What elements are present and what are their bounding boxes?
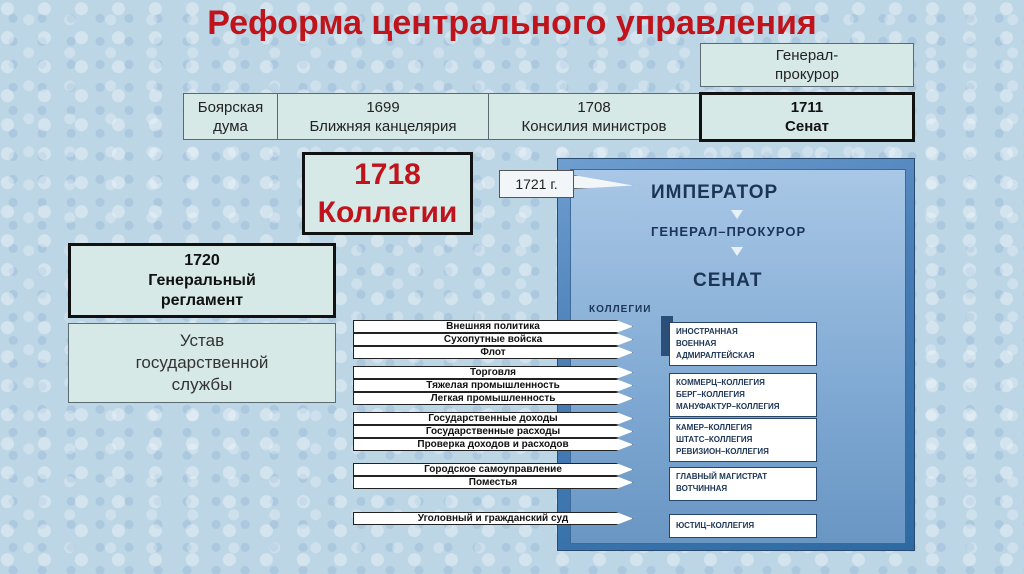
gen-prokuror-line2: прокурор <box>775 66 839 83</box>
function-pointer: Уголовный и гражданский суд <box>353 512 633 525</box>
page-title: Реформа центрального управления <box>207 4 817 42</box>
ustav-line2: государственной <box>135 353 269 372</box>
timeline-senat: 1711 Сенат <box>699 92 915 142</box>
function-pointer: Поместья <box>353 476 633 489</box>
function-pointer: Государственные доходы <box>353 412 633 425</box>
scheme-card-4: ГЛАВНЫЙ МАГИСТРАТ ВОТЧИННАЯ <box>669 467 817 501</box>
scheme-gen-prokuror: ГЕНЕРАЛ–ПРОКУРОР <box>651 224 807 239</box>
ustav-box: Устав государственной службы <box>68 323 336 403</box>
function-pointer: Тяжелая промышленность <box>353 379 633 392</box>
function-pointer: Торговля <box>353 366 633 379</box>
scheme-collegii-label: КОЛЛЕГИИ <box>589 304 652 315</box>
arrow-down-icon <box>731 210 743 219</box>
ustav-line3: службы <box>171 375 233 394</box>
card-text: КАМЕР–КОЛЛЕГИЯ <box>676 423 752 432</box>
card-text: АДМИРАЛТЕЙСКАЯ <box>676 351 755 360</box>
function-pointer: Городское самоуправление <box>353 463 633 476</box>
card-text: МАНУФАКТУР–КОЛЛЕГИЯ <box>676 402 780 411</box>
card-text: ИНОСТРАННАЯ <box>676 327 738 336</box>
timeline-1699-label: Ближняя канцелярия <box>309 117 457 135</box>
scheme-card-2: КОММЕРЦ–КОЛЛЕГИЯ БЕРГ–КОЛЛЕГИЯ МАНУФАКТУ… <box>669 373 817 417</box>
timeline-1711-year: 1711 <box>790 99 824 116</box>
card-text: ВОТЧИННАЯ <box>676 484 728 493</box>
reglament-box: 1720 Генеральный регламент <box>68 243 336 318</box>
reglament-year: 1720 <box>184 251 220 269</box>
timeline-1711-label: Сенат <box>785 118 829 135</box>
timeline-1708-year: 1708 <box>577 98 611 116</box>
function-pointer: Флот <box>353 346 633 359</box>
gen-prokuror-box: Генерал- прокурор <box>700 43 914 87</box>
gen-prokuror-line1: Генерал- <box>775 47 839 64</box>
timeline-boyar-line1: Боярская <box>197 98 264 116</box>
card-text: ВОЕННАЯ <box>676 339 717 348</box>
year-1721-tag: 1721 г. <box>499 170 574 198</box>
arrow-down-icon <box>731 247 743 256</box>
card-text: КОММЕРЦ–КОЛЛЕГИЯ <box>676 378 765 387</box>
card-text: ШТАТС–КОЛЛЕГИЯ <box>676 435 753 444</box>
card-text: БЕРГ–КОЛЛЕГИЯ <box>676 390 745 399</box>
function-pointer: Внешняя политика <box>353 320 633 333</box>
scheme-card-1: ИНОСТРАННАЯ ВОЕННАЯ АДМИРАЛТЕЙСКАЯ <box>669 322 817 366</box>
timeline-blizhnyaya-kantselyariya: 1699 Ближняя канцелярия <box>277 93 489 140</box>
ustav-line1: Устав <box>179 331 225 350</box>
scheme-card-5: ЮСТИЦ–КОЛЛЕГИЯ <box>669 514 817 538</box>
collegii-year: 1718 <box>354 157 421 191</box>
scheme-emperor: ИМПЕРАТОР <box>651 182 779 203</box>
collegii-label: Коллегии <box>317 195 458 229</box>
function-pointer: Проверка доходов и расходов <box>353 438 633 451</box>
timeline-1699-year: 1699 <box>366 98 400 116</box>
function-pointer: Легкая промышленность <box>353 392 633 405</box>
collegii-box: 1718 Коллегии <box>302 152 473 235</box>
timeline-1708-label: Консилия министров <box>521 117 667 135</box>
timeline-boyar-line2: дума <box>213 117 248 135</box>
timeline-konsiliya-ministrov: 1708 Консилия министров <box>488 93 700 140</box>
card-text: ЮСТИЦ–КОЛЛЕГИЯ <box>676 521 755 530</box>
timeline-boyar-duma: Боярская дума <box>183 93 278 140</box>
card-text: ГЛАВНЫЙ МАГИСТРАТ <box>676 472 768 481</box>
function-pointer: Сухопутные войска <box>353 333 633 346</box>
scheme-card-3: КАМЕР–КОЛЛЕГИЯ ШТАТС–КОЛЛЕГИЯ РЕВИЗИОН–К… <box>669 418 817 462</box>
reglament-line2: регламент <box>160 291 244 309</box>
function-pointer: Государственные расходы <box>353 425 633 438</box>
card-text: РЕВИЗИОН–КОЛЛЕГИЯ <box>676 447 769 456</box>
scheme-senat: СЕНАТ <box>693 270 763 291</box>
reglament-line1: Генеральный <box>148 271 256 289</box>
